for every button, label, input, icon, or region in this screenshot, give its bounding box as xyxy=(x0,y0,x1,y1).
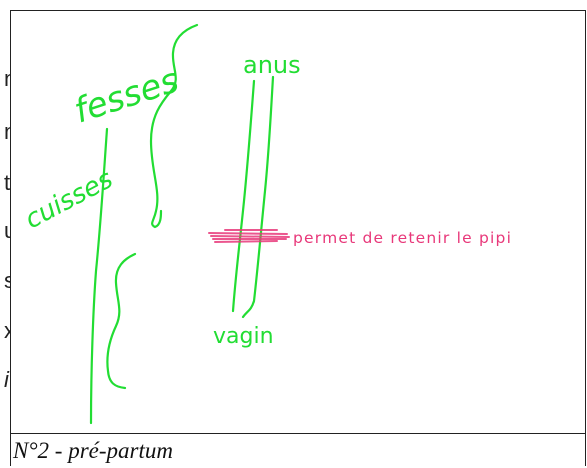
vagin-label: vagin xyxy=(213,324,274,349)
drawing-frame: fesses anus cuisses vagin permet de rete… xyxy=(10,10,586,434)
cuisse-line xyxy=(89,127,109,425)
anus-vagin-line-left xyxy=(231,79,256,313)
anatomy-drawing: fesses anus cuisses vagin permet de rete… xyxy=(20,23,512,425)
background-letter: s xyxy=(4,268,15,294)
figure-caption: N°2 - pré-partum xyxy=(10,434,586,466)
fesses-label: fesses xyxy=(69,60,183,131)
anus-label: anus xyxy=(243,51,301,79)
muscle-stroke xyxy=(210,235,290,238)
background-letter: t xyxy=(4,170,11,195)
lower-brace xyxy=(106,252,137,390)
muscle-note: permet de retenir le pipi xyxy=(293,229,512,247)
cuisses-label: cuisses xyxy=(20,164,118,235)
anus-vagin-line-right xyxy=(241,75,275,319)
muscle-stroke xyxy=(214,240,278,243)
fesses-brace xyxy=(149,23,199,229)
background-letter: i xyxy=(4,367,9,392)
background-letter: x xyxy=(4,318,15,344)
muscle-band xyxy=(208,229,290,243)
muscle-stroke xyxy=(208,232,288,235)
